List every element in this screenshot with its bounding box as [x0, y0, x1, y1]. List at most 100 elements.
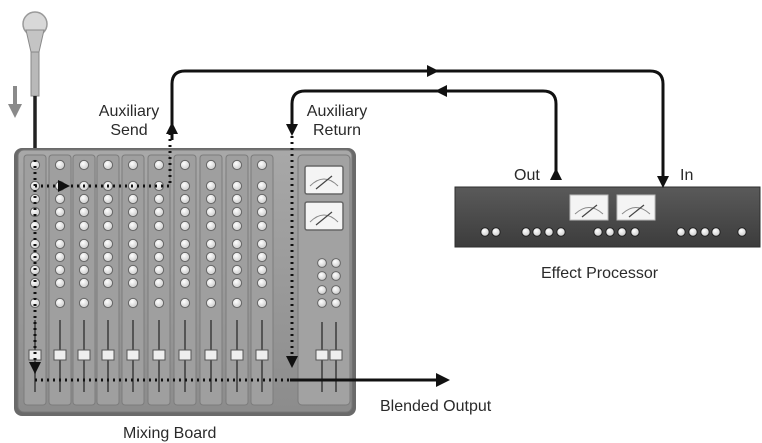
knob-icon [127, 264, 139, 276]
channel-strip [225, 154, 249, 406]
knob-icon [54, 251, 66, 263]
out-arrowhead-up [550, 168, 562, 180]
knob-icon [102, 238, 114, 250]
in-arrowhead-down [657, 176, 669, 188]
knob-icon [480, 227, 490, 237]
knob-icon [153, 264, 165, 276]
knob-icon [700, 227, 710, 237]
knob-icon [231, 220, 243, 232]
knob-icon [205, 277, 217, 289]
channel-strip [173, 154, 197, 406]
knob-icon [256, 220, 268, 232]
vu-meter-icon [304, 165, 344, 195]
knob-icon [153, 251, 165, 263]
effect-processor-label: Effect Processor [541, 265, 659, 282]
knob-icon [331, 258, 341, 268]
knob-icon [127, 238, 139, 250]
knob-icon [54, 220, 66, 232]
knob-icon [179, 297, 191, 309]
knob-icon [78, 220, 90, 232]
knob-icon [205, 264, 217, 276]
knob-icon [78, 297, 90, 309]
fader-icon [255, 320, 269, 392]
knob-icon [256, 251, 268, 263]
channel-strip [250, 154, 274, 406]
knob-icon [205, 159, 217, 171]
knob-icon [317, 258, 327, 268]
aux-return-label-line1: Auxiliary [306, 103, 368, 120]
knob-icon [605, 227, 615, 237]
knob-icon [153, 193, 165, 205]
effect-processor-unit [454, 186, 761, 248]
return-arrowhead-left [435, 85, 447, 97]
channel-strip [121, 154, 145, 406]
knob-icon [153, 297, 165, 309]
knob-icon [54, 159, 66, 171]
output-arrowhead-right [436, 373, 450, 387]
signal-down-arrow-icon [8, 86, 22, 118]
knob-icon [153, 180, 165, 192]
knob-icon [317, 271, 327, 281]
knob-icon [231, 206, 243, 218]
knob-icon [153, 159, 165, 171]
channel-strip [72, 154, 96, 406]
knob-icon [205, 297, 217, 309]
knob-icon [205, 180, 217, 192]
knob-icon [331, 285, 341, 295]
knob-icon [256, 193, 268, 205]
knob-icon [102, 297, 114, 309]
knob-icon [231, 238, 243, 250]
knob-icon [711, 227, 721, 237]
knob-icon [153, 220, 165, 232]
knob-icon [205, 206, 217, 218]
aux-return-label-line2: Return [312, 122, 362, 139]
vu-meter-icon [569, 194, 609, 221]
knob-icon [127, 251, 139, 263]
aux-return-label: Auxiliary Return [294, 102, 380, 140]
knob-icon [317, 298, 327, 308]
knob-icon [54, 277, 66, 289]
knob-icon [617, 227, 627, 237]
aux-send-label-line2: Send [110, 122, 148, 139]
knob-icon [78, 206, 90, 218]
channel-strip [147, 154, 171, 406]
aux-send-label-line1: Auxiliary [98, 103, 160, 120]
knob-icon [179, 159, 191, 171]
knob-icon [54, 193, 66, 205]
knob-icon [231, 297, 243, 309]
knob-icon [78, 159, 90, 171]
knob-icon [127, 277, 139, 289]
knob-icon [256, 180, 268, 192]
knob-icon [256, 264, 268, 276]
knob-icon [179, 206, 191, 218]
master-arrowhead-down [286, 356, 298, 368]
knob-icon [256, 159, 268, 171]
top-arrowhead-right [427, 65, 439, 77]
in-label: In [680, 167, 694, 184]
knob-icon [78, 277, 90, 289]
knob-icon [102, 206, 114, 218]
knob-icon [102, 220, 114, 232]
knob-icon [127, 297, 139, 309]
knob-icon [688, 227, 698, 237]
signal-flow-arrows [33, 69, 665, 382]
knob-icon [78, 238, 90, 250]
fader-icon [152, 320, 166, 392]
knob-icon [102, 251, 114, 263]
knob-icon [102, 193, 114, 205]
knob-icon [205, 238, 217, 250]
knob-icon [153, 277, 165, 289]
channel-strip [48, 154, 72, 406]
knob-icon [179, 193, 191, 205]
send-arrowhead-up [166, 122, 178, 134]
knob-icon [179, 277, 191, 289]
knob-icon [256, 297, 268, 309]
knob-icon [179, 180, 191, 192]
knob-icon [78, 264, 90, 276]
knob-icon [102, 264, 114, 276]
knob-icon [54, 238, 66, 250]
aux-send-label: Auxiliary Send [86, 102, 172, 140]
knob-icon [317, 285, 327, 295]
knob-icon [256, 238, 268, 250]
